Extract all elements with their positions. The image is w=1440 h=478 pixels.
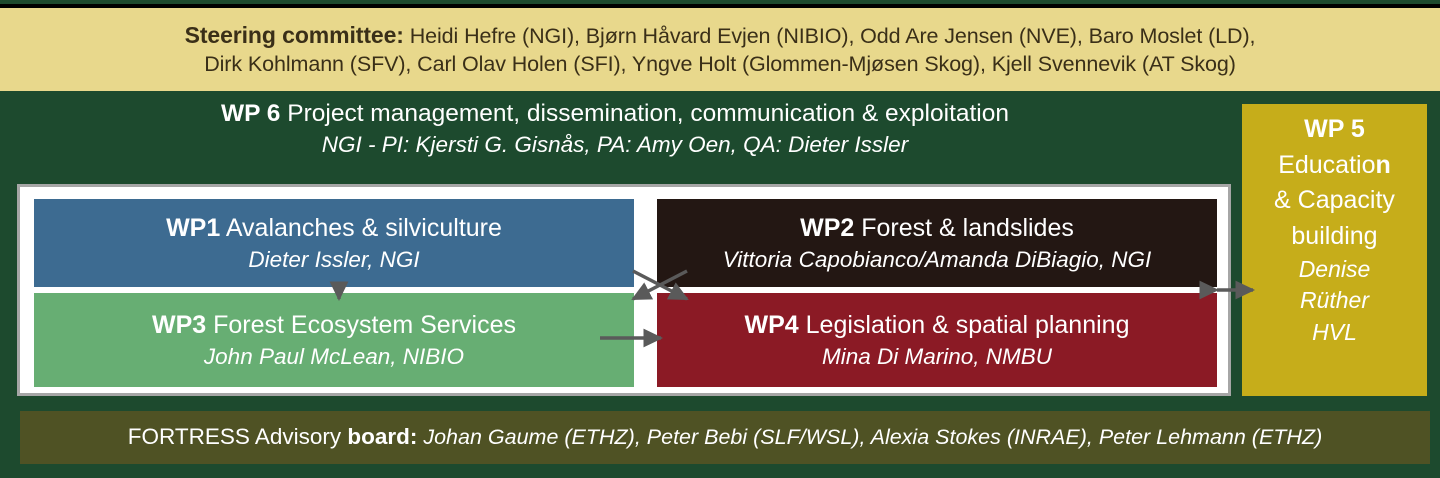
advisory-board-label: board:	[341, 424, 418, 450]
steering-committee-heading: Steering committee	[184, 21, 397, 48]
wp4-title: Legislation & spatial planning	[798, 311, 1130, 340]
wp3-lead: John Paul McLean, NIBIO	[203, 343, 465, 369]
wp5-tag: WP 5	[1304, 115, 1365, 143]
advisory-board-banner: FORTRESS Advisory board: Johan Gaume (ET…	[20, 411, 1430, 464]
wp5-lead-line-2: Rüther	[1299, 287, 1370, 314]
wp1-tag: WP1	[166, 214, 221, 243]
wp3-box[interactable]: WP3 Forest Ecosystem Services John Paul …	[34, 293, 634, 387]
wp6-people: NGI - PI: Kjersti G. Gisnås, PA: Amy Oen…	[321, 132, 909, 158]
wp6-title: Project management, dissemination, commu…	[280, 100, 1010, 127]
steering-committee-members-line-2: Dirk Kohlmann (SFV), Carl Olav Holen (SF…	[204, 51, 1236, 76]
wp1-lead: Dieter Issler, NGI	[248, 246, 420, 272]
wp3-title-line: WP3 Forest Ecosystem Services	[152, 309, 516, 342]
steering-committee-members-line-1: Heidi Hefre (NGI), Bjørn Håvard Evjen (N…	[403, 23, 1256, 48]
wp5-box[interactable]: WP 5 Education & Capacity building Denis…	[1242, 104, 1427, 396]
wp2-box[interactable]: WP2 Forest & landslides Vittoria Capobia…	[657, 199, 1217, 287]
wp6-title-line: WP 6 Project management, dissemination, …	[0, 98, 1230, 130]
wp5-lead-line-1: Denise	[1298, 256, 1371, 282]
wp4-tag: WP4	[744, 311, 799, 340]
wp2-title: Forest & landslides	[854, 214, 1074, 243]
wp1-title-line: WP1 Avalanches & silviculture	[166, 212, 502, 245]
wp6-tag: WP 6	[220, 100, 281, 127]
wp1-box[interactable]: WP1 Avalanches & silviculture Dieter Iss…	[34, 199, 634, 287]
steering-committee-colon: :	[396, 21, 404, 48]
wp5-title-line-1-bold-n: n	[1375, 150, 1391, 179]
wp3-tag: WP3	[152, 311, 207, 340]
wp2-lead: Vittoria Capobianco/Amanda DiBiagio, NGI	[722, 246, 1152, 272]
steering-committee-line-1: Steering committee: Heidi Hefre (NGI), B…	[185, 21, 1256, 51]
wp5-lead-line-3: HVL	[1312, 318, 1357, 345]
wp1-title: Avalanches & silviculture	[220, 214, 502, 243]
wp5-title-line-3: building	[1291, 221, 1378, 250]
wp4-lead: Mina Di Marino, NMBU	[821, 343, 1053, 369]
wp5-title-line-2: & Capacity	[1274, 186, 1395, 214]
advisory-board-line: FORTRESS Advisory board: Johan Gaume (ET…	[128, 426, 1323, 449]
wp4-title-line: WP4 Legislation & spatial planning	[745, 309, 1130, 342]
advisory-board-members: Johan Gaume (ETHZ), Peter Bebi (SLF/WSL)…	[417, 425, 1323, 450]
wp2-title-line: WP2 Forest & landslides	[800, 212, 1074, 245]
steering-committee-banner: Steering committee: Heidi Hefre (NGI), B…	[0, 4, 1440, 91]
wp3-title: Forest Ecosystem Services	[206, 311, 516, 340]
wp2-tag: WP2	[800, 214, 855, 243]
wp6-block: WP 6 Project management, dissemination, …	[0, 98, 1230, 160]
steering-committee-line-2: Dirk Kohlmann (SFV), Carl Olav Holen (SF…	[204, 51, 1236, 79]
advisory-board-name: FORTRESS Advisory	[127, 424, 342, 450]
work-package-grid: WP1 Avalanches & silviculture Dieter Iss…	[17, 184, 1231, 396]
wp5-title-line-1-text: Educatio	[1278, 150, 1376, 179]
wp4-box[interactable]: WP4 Legislation & spatial planning Mina …	[657, 293, 1217, 387]
wp5-title-line-1: Education	[1242, 148, 1427, 184]
